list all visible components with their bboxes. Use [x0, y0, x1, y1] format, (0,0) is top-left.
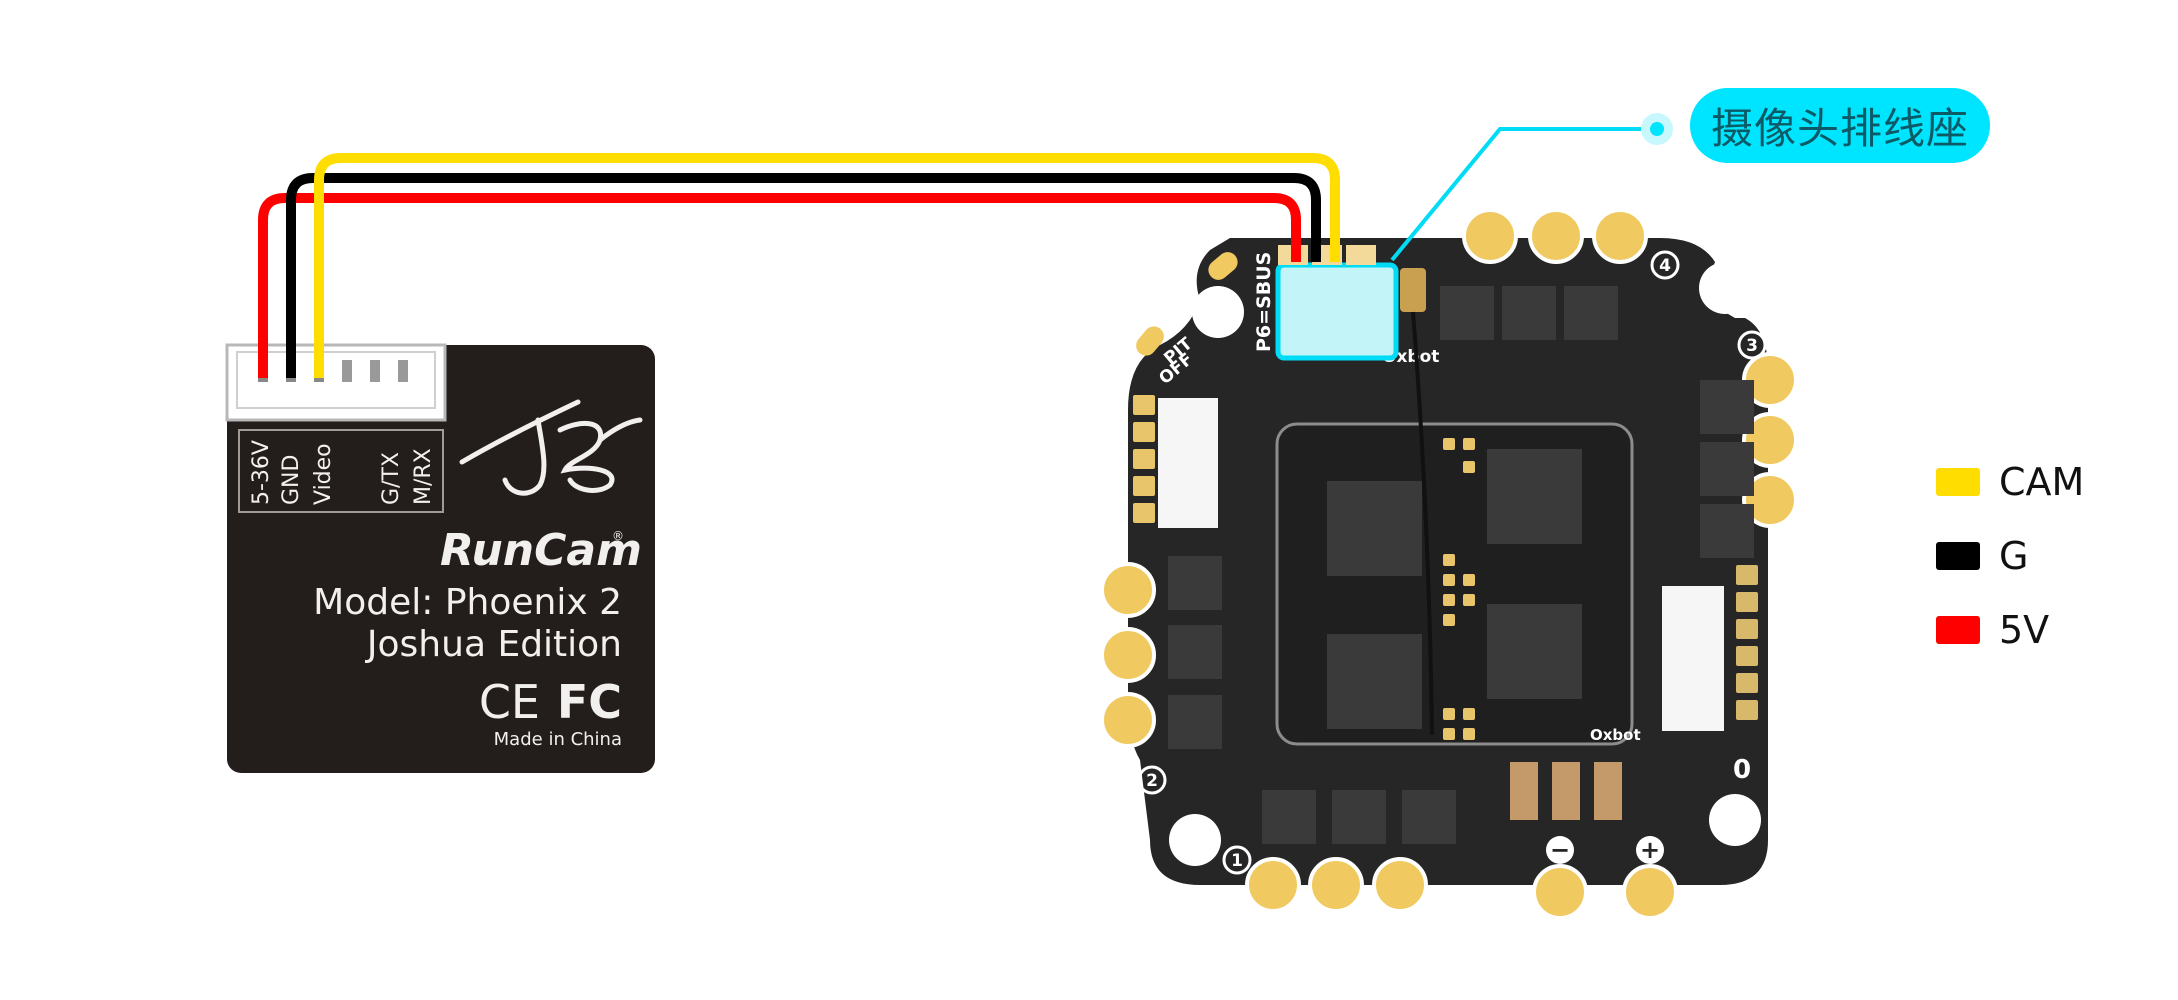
callout-label: 摄像头排线座 [1690, 88, 1990, 163]
right-motor-pads [1742, 352, 1798, 528]
camera-body [227, 345, 655, 773]
minus-label: − [1550, 836, 1570, 864]
pin-label-box [238, 429, 444, 513]
port-label: P6=SBUS [1253, 252, 1275, 352]
legend-item-cam: CAM [1936, 460, 2085, 504]
legend-item-5v: 5V [1936, 608, 2050, 652]
antenna-connector [1400, 268, 1426, 312]
callout-text: 摄像头排线座 [1710, 104, 1969, 153]
callout-leader [1390, 113, 1673, 262]
camera-header [1278, 265, 1396, 358]
top-motor-pads [1462, 208, 1648, 264]
ce-mark: CE [479, 675, 540, 729]
center-pads [1443, 438, 1475, 740]
registered-mark: ® [612, 529, 624, 543]
legend-swatch-5v [1936, 616, 1980, 644]
motor-number-labels: 1 2 3 4 [1137, 250, 1767, 875]
pit-pads [1136, 252, 1238, 356]
legend-label-g: G [1999, 534, 2029, 578]
edition-text: Joshua Edition [365, 624, 622, 665]
esc-chips [1327, 449, 1582, 729]
pin-label-5v: 5-36V [249, 440, 274, 505]
pin-label-gtx: G/TX [379, 452, 404, 505]
signature-logo [459, 399, 643, 496]
left-connector [1158, 398, 1218, 528]
fcc-mark: FC [557, 675, 622, 729]
leader-line [1390, 127, 1657, 262]
motor-2-label: 2 [1146, 771, 1158, 791]
legend-swatch-cam [1936, 468, 1980, 496]
wire-cam [314, 153, 1340, 378]
wires [258, 153, 1340, 378]
left-signal-pads [1133, 395, 1155, 523]
camera-module: 5-36V GND Video G/TX M/RX RunCam ® Model… [225, 343, 655, 773]
zero-mark: 0 [1733, 755, 1751, 785]
left-motor-pads [1100, 562, 1156, 748]
pin-label-video: Video [311, 443, 336, 505]
model-text: Model: Phoenix 2 [313, 582, 622, 623]
shield-brand: Oxbot [1590, 726, 1641, 744]
mosfets [1168, 286, 1754, 844]
flight-controller-board: PIT OFF P6=SBUS Oxbot Oxbot [1100, 208, 1798, 920]
right-connector [1662, 586, 1724, 731]
mounting-notches [1169, 262, 1761, 866]
legend-label-cam: CAM [1999, 460, 2085, 504]
plus-label: + [1640, 836, 1660, 864]
legend-item-g: G [1936, 534, 2029, 578]
power-polarity-labels: − + 0 [1546, 755, 1751, 864]
pin-label-gnd: GND [279, 455, 304, 505]
motor-3-label: 3 [1746, 336, 1758, 356]
made-in-text: Made in China [494, 729, 622, 750]
pin-label-mrx: M/RX [411, 448, 436, 505]
motor-4-label: 4 [1659, 256, 1671, 276]
legend-swatch-g [1936, 542, 1980, 570]
right-signal-pads [1736, 565, 1758, 720]
brand-logo: RunCam [440, 525, 642, 576]
power-capacitors [1510, 762, 1622, 820]
motor-1-label: 1 [1231, 851, 1243, 871]
wire-5v [258, 193, 1301, 378]
antenna-wire [1411, 311, 1434, 736]
wire-g [286, 173, 1321, 378]
legend-label-5v: 5V [1999, 608, 2050, 652]
bottom-motor-pads [1245, 857, 1678, 920]
leader-dot [1650, 122, 1664, 136]
